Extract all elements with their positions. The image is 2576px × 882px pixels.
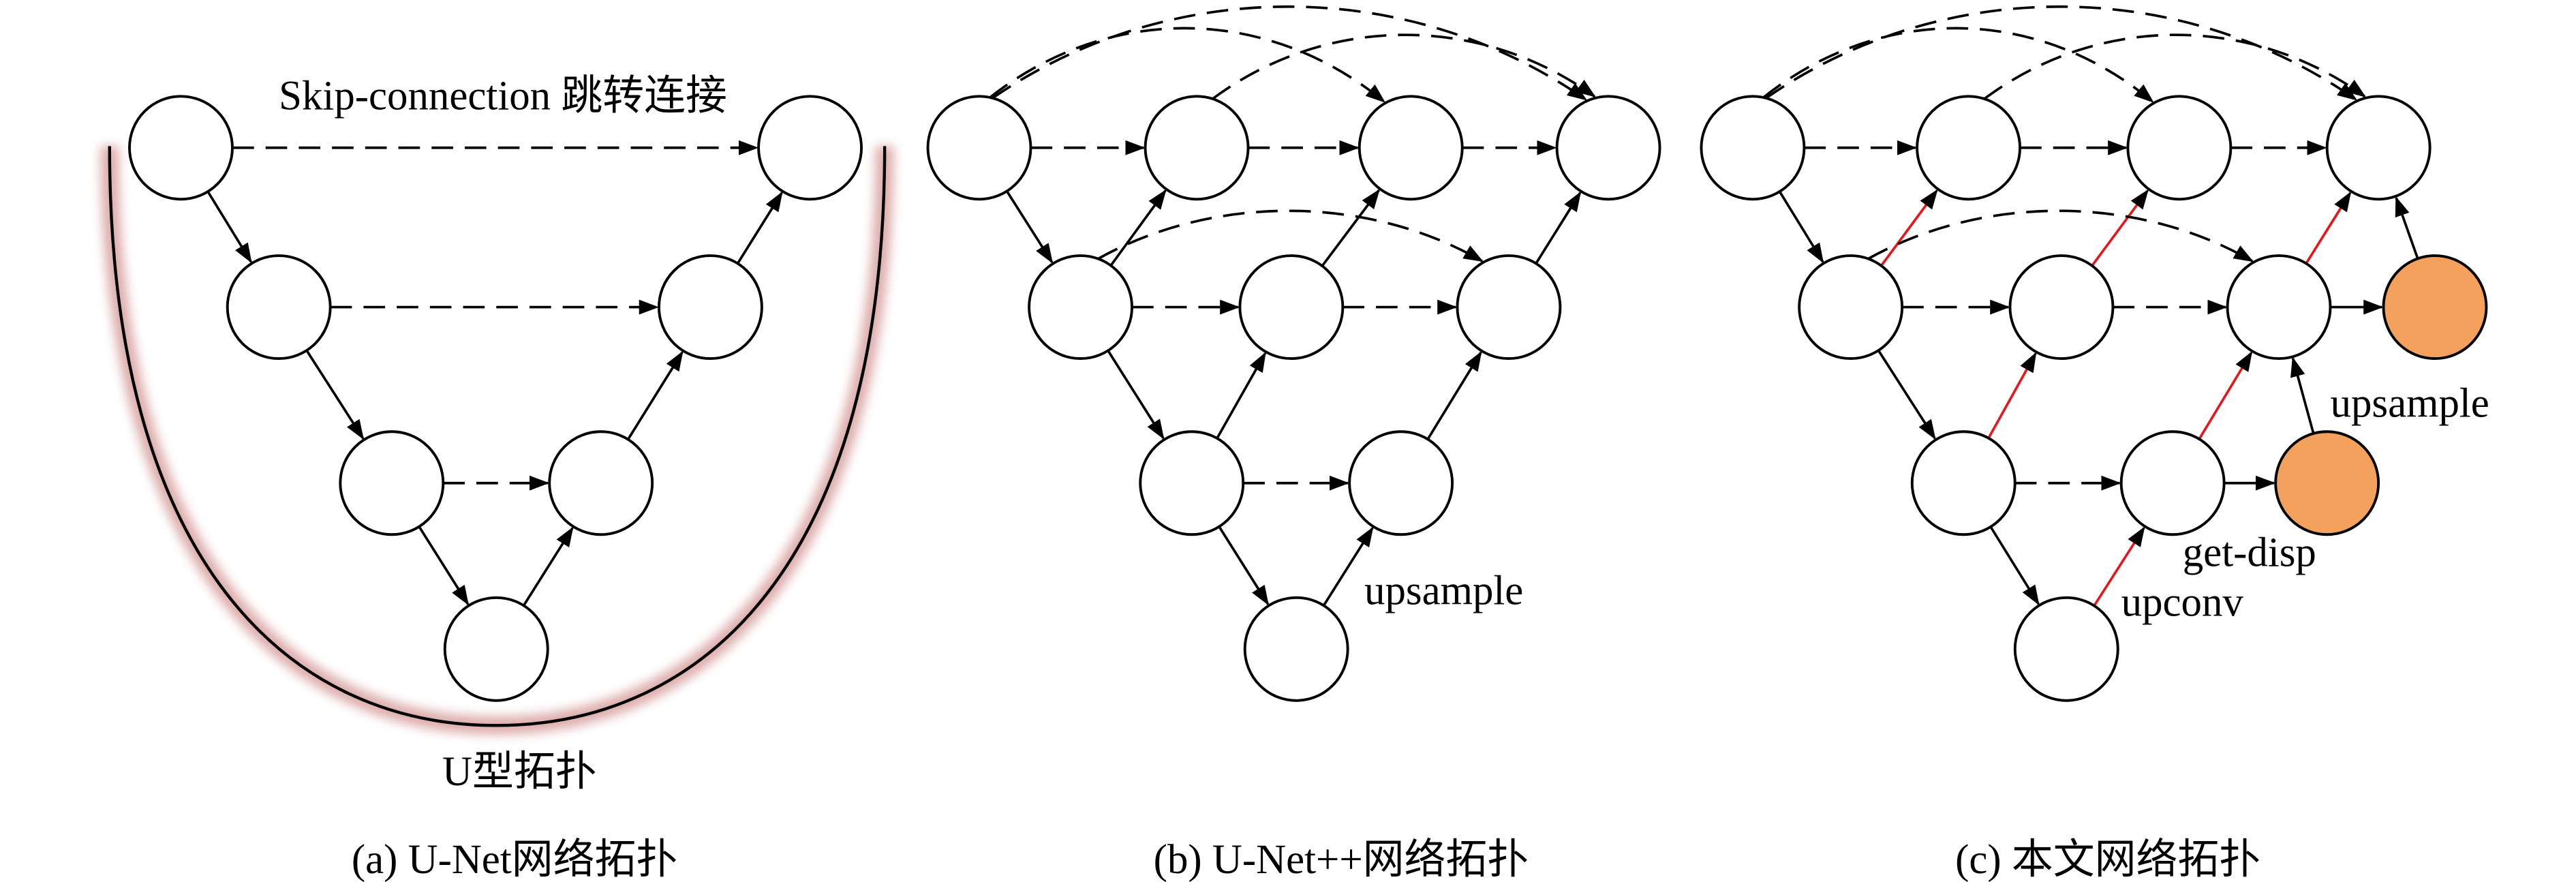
node-a0 [128, 95, 234, 201]
disparity-node-c22 [2274, 430, 2380, 536]
edge-b00-b10 [1005, 190, 1054, 264]
edge-a6-a5 [522, 526, 574, 607]
node-b21 [1348, 430, 1454, 536]
edge-b10-b20 [1107, 350, 1165, 440]
edge-a1-a2 [305, 350, 365, 440]
get-disp-label: get-disp [2183, 530, 2316, 576]
edge-a0-a1 [206, 191, 252, 264]
node-c00 [1700, 95, 1806, 201]
edge-b30-b21 [1322, 526, 1374, 607]
node-c30 [2013, 596, 2119, 702]
node-c10 [1798, 254, 1904, 361]
edge-a2-a6 [418, 526, 470, 606]
u-outline-curve [108, 146, 887, 727]
caption-a: (a) U-Net网络拓扑 [352, 837, 677, 882]
node-b11 [1238, 254, 1345, 361]
node-c21 [2119, 430, 2226, 536]
node-c20 [1910, 430, 2017, 536]
caption-c: (c) 本文网络拓扑 [1955, 837, 2260, 882]
upconv-edge-c20-c11 [1987, 352, 2037, 439]
edge-c22-c12 [2290, 356, 2315, 434]
skip-arc-b00-b02 [989, 27, 1386, 103]
node-a6 [443, 596, 549, 702]
upconv-edge-c11-c02 [2091, 189, 2149, 267]
caption-b: (b) U-Net++网络拓扑 [1154, 837, 1529, 882]
node-b01 [1144, 95, 1250, 201]
edges-layer [206, 5, 2419, 607]
node-c11 [2008, 254, 2115, 361]
upconv-edge-c12-c03 [2305, 191, 2352, 264]
upconv-edge-c30-c21 [2093, 526, 2145, 607]
skip-arc-b00-b03 [992, 5, 1588, 101]
edge-a3-a4 [736, 191, 783, 264]
node-c12 [2226, 254, 2332, 361]
nodes-layer [128, 95, 2488, 702]
node-c01 [1916, 95, 2022, 201]
edge-b12-b03 [1535, 191, 1582, 264]
skip-arc-b01-b03 [1212, 33, 1596, 100]
upconv-label: upconv [2121, 580, 2244, 626]
edge-a5-a3 [627, 350, 684, 440]
edge-b20-b30 [1218, 526, 1270, 606]
skip-arc-c00-c03 [1765, 5, 2358, 101]
edge-c10-c20 [1877, 350, 1936, 440]
skip-arc-c10-c12 [1867, 209, 2254, 262]
node-b12 [1456, 254, 1562, 361]
edge-c20-c30 [1989, 526, 2040, 606]
skip-arc-c01-c03 [1983, 33, 2366, 100]
node-b00 [926, 95, 1032, 201]
edge-b11-b02 [1321, 189, 1380, 267]
node-b20 [1139, 430, 1245, 536]
node-b10 [1028, 254, 1134, 361]
edge-c00-c10 [1778, 191, 1824, 264]
edge-b21-b12 [1426, 350, 1482, 440]
panel-a-u-outline [100, 146, 894, 735]
node-a5 [548, 430, 654, 536]
node-a2 [339, 430, 445, 536]
node-a1 [226, 254, 332, 361]
upsample-label-b: upsample [1364, 568, 1523, 614]
edge-b10-b01 [1109, 189, 1167, 267]
node-b03 [1555, 95, 1661, 201]
node-b02 [1358, 95, 1464, 201]
disparity-node-c13 [2382, 254, 2488, 361]
upconv-edge-c10-c01 [1880, 189, 1938, 267]
upsample-label-c: upsample [2331, 380, 2489, 426]
edge-c13-c03 [2395, 196, 2419, 260]
node-c02 [2126, 95, 2233, 201]
skip-connection-label: Skip-connection 跳转连接 [279, 74, 727, 119]
node-b30 [1243, 596, 1349, 702]
u-topology-label: U型拓扑 [442, 749, 597, 795]
skip-arc-b10-b12 [1097, 209, 1484, 262]
edge-b20-b11 [1216, 352, 1267, 439]
node-c03 [2325, 95, 2432, 201]
node-a3 [657, 254, 763, 361]
skip-arc-c00-c02 [1762, 27, 2154, 103]
node-a4 [757, 95, 863, 201]
upconv-edge-c21-c12 [2198, 351, 2253, 440]
